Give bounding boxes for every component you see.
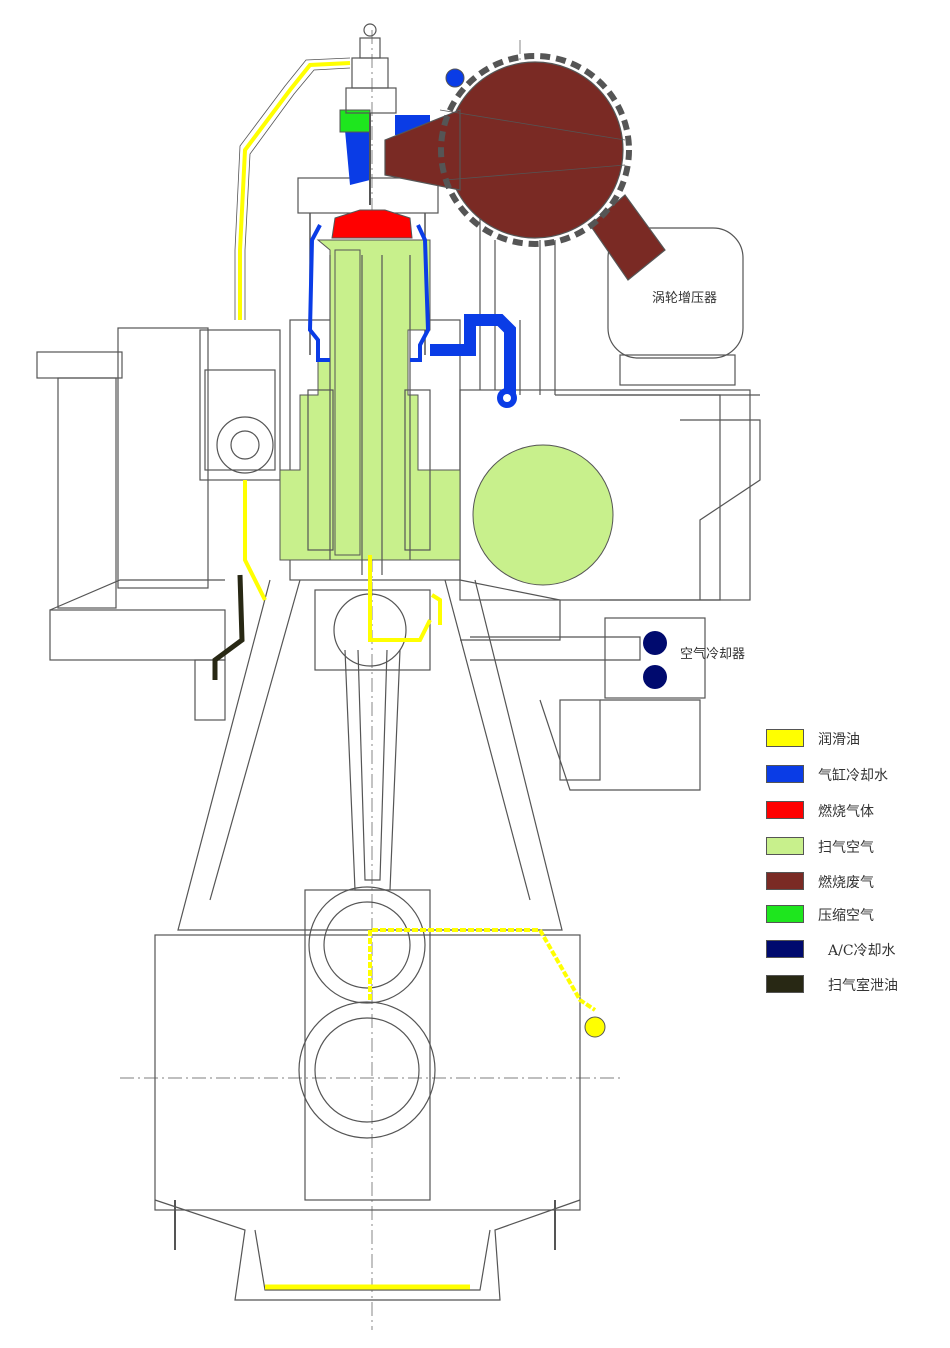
lube-oil-lines	[238, 61, 597, 1290]
scavenge-air-regions	[279, 239, 614, 586]
legend-label: 压缩空气	[818, 908, 874, 924]
legend-swatch	[766, 905, 804, 923]
legend-swatch	[766, 765, 804, 783]
cylinder-cooling-water	[307, 224, 516, 395]
legend-swatch	[766, 975, 804, 993]
legend-item-compressed-air: 压缩空气	[766, 903, 936, 927]
lube-oil-outlet	[584, 1016, 606, 1038]
legend-label: A/C冷却水	[828, 943, 896, 959]
cylinder-liner	[307, 255, 431, 575]
legend-item-ac-cooling-water: A/C冷却水	[766, 938, 936, 962]
legend-swatch	[766, 837, 804, 855]
legend-label: 气缸冷却水	[818, 768, 888, 784]
legend-label: 燃烧气体	[818, 804, 874, 820]
combustion-chamber	[331, 209, 413, 239]
legend-item-scavenge-air: 扫气空气	[766, 835, 936, 859]
exhaust-flow-lines	[439, 109, 626, 181]
exhaust-valve-top	[345, 23, 397, 205]
air-cooler-label: 空气冷却器	[680, 647, 746, 662]
legend-item-drain-oil: 扫气室泄油	[766, 973, 936, 997]
legend-item-combustion-gas: 燃烧气体	[766, 799, 936, 823]
turbocharger-label: 涡轮增压器	[652, 291, 718, 306]
ac-cooling-outlet	[643, 665, 667, 689]
legend-label: 燃烧废气	[818, 875, 874, 891]
ac-cooling-inlet	[643, 631, 667, 655]
legend-item-exhaust-gas: 燃烧废气	[766, 870, 936, 894]
legend-label: 扫气空气	[818, 840, 874, 856]
exhaust-gas-system	[384, 61, 666, 281]
legend-swatch	[766, 872, 804, 890]
legend-swatch	[766, 729, 804, 747]
cooling-water-outlet-center	[503, 394, 511, 402]
exhaust-valve-cooling	[345, 130, 370, 185]
turbo-top-valve	[445, 68, 465, 88]
legend-label: 润滑油	[818, 732, 860, 748]
legend-item-cylinder-cooling-water: 气缸冷却水	[766, 763, 936, 787]
legend-item-lube-oil: 润滑油	[766, 727, 936, 751]
legend-swatch	[766, 940, 804, 958]
legend-swatch	[766, 801, 804, 819]
lube-oil-outline	[234, 57, 351, 320]
turbo-casing	[438, 53, 632, 247]
legend-label: 扫气室泄油	[828, 978, 898, 994]
scavenge-drain-line	[212, 574, 245, 680]
